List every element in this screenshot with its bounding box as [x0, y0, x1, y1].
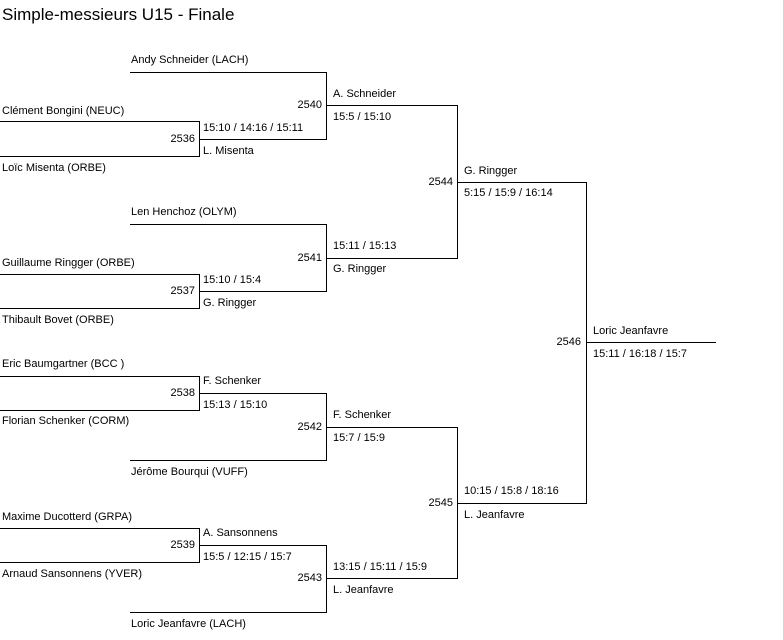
- final-winner: Loric Jeanfavre: [593, 325, 669, 337]
- match-number: 2537: [170, 285, 195, 297]
- match-score: 13:15 / 15:11 / 15:9: [333, 561, 427, 573]
- match-number: 2544: [428, 176, 453, 188]
- player-entry: Len Henchoz (OLYM): [131, 206, 237, 218]
- match-score: 15:7 / 15:9: [333, 432, 385, 444]
- player-entry: Eric Baumgartner (BCC ): [2, 358, 125, 370]
- bracket-line: [199, 545, 326, 546]
- match-winner: A. Sansonnens: [203, 527, 278, 539]
- player-entry: Jérôme Bourqui (VUFF): [131, 466, 248, 478]
- match-score: 15:5 / 15:10: [333, 111, 392, 123]
- bracket-line: [0, 274, 199, 275]
- match-number: 2536: [170, 133, 195, 145]
- bracket-line: [326, 72, 327, 140]
- match-winner: L. Jeanfavre: [464, 509, 525, 521]
- match-winner: F. Schenker: [203, 375, 262, 387]
- player-entry: Arnaud Sansonnens (YVER): [2, 568, 143, 580]
- bracket-line: [0, 528, 199, 529]
- bracket-line: [199, 291, 326, 292]
- player-entry: Loric Jeanfavre (LACH): [131, 618, 246, 630]
- match-score: 15:10 / 15:4: [203, 274, 262, 286]
- bracket-line: [0, 121, 199, 122]
- match-score: 10:15 / 15:8 / 18:16: [464, 485, 559, 497]
- bracket-line: [130, 460, 326, 461]
- bracket-line: [0, 156, 199, 157]
- match-winner: L. Jeanfavre: [333, 584, 394, 596]
- bracket-line: [199, 139, 326, 140]
- match-winner: G. Ringger: [464, 165, 518, 177]
- match-winner: F. Schenker: [333, 409, 392, 421]
- match-score: 5:15 / 15:9 / 16:14: [464, 187, 553, 199]
- match-number: 2545: [428, 497, 453, 509]
- bracket-line: [0, 562, 199, 563]
- bracket-line: [326, 545, 327, 613]
- match-winner: G. Ringger: [333, 263, 387, 275]
- match-winner: L. Misenta: [203, 145, 254, 157]
- player-entry: Loïc Misenta (ORBE): [2, 162, 106, 174]
- bracket-line: [326, 578, 457, 579]
- player-entry: Maxime Ducotterd (GRPA): [2, 511, 132, 523]
- player-entry: Guillaume Ringger (ORBE): [2, 257, 135, 269]
- bracket-line: [130, 612, 326, 613]
- bracket-line: [326, 258, 457, 259]
- bracket-line: [586, 182, 587, 504]
- match-number: 2541: [297, 252, 322, 264]
- bracket-line: [326, 105, 457, 106]
- bracket-line: [0, 308, 199, 309]
- bracket-line: [457, 182, 586, 183]
- match-score: 15:10 / 14:16 / 15:11: [203, 122, 304, 134]
- bracket-line: [130, 72, 326, 73]
- match-number: 2538: [170, 387, 195, 399]
- bracket-line: [586, 342, 716, 343]
- bracket-line: [130, 224, 326, 225]
- match-score: 15:11 / 16:18 / 15:7: [593, 348, 687, 360]
- match-score: 15:11 / 15:13: [333, 240, 397, 252]
- match-number: 2546: [556, 336, 581, 348]
- match-number: 2543: [297, 572, 322, 584]
- page-title: Simple-messieurs U15 - Finale: [2, 5, 235, 24]
- bracket-line: [326, 427, 457, 428]
- bracket-line: [457, 503, 586, 504]
- match-score: 15:13 / 15:10: [203, 399, 268, 411]
- match-number: 2539: [170, 539, 195, 551]
- match-score: 15:5 / 12:15 / 15:7: [203, 551, 292, 563]
- player-entry: Florian Schenker (CORM): [2, 415, 130, 427]
- bracket-line: [199, 393, 326, 394]
- player-entry: Andy Schneider (LACH): [131, 54, 249, 66]
- player-entry: Clément Bongini (NEUC): [2, 105, 125, 117]
- match-number: 2540: [297, 99, 322, 111]
- match-winner: A. Schneider: [333, 88, 396, 100]
- player-entry: Thibault Bovet (ORBE): [2, 314, 114, 326]
- match-number: 2542: [297, 421, 322, 433]
- bracket-line: [0, 410, 199, 411]
- bracket-line: [0, 376, 199, 377]
- match-winner: G. Ringger: [203, 297, 257, 309]
